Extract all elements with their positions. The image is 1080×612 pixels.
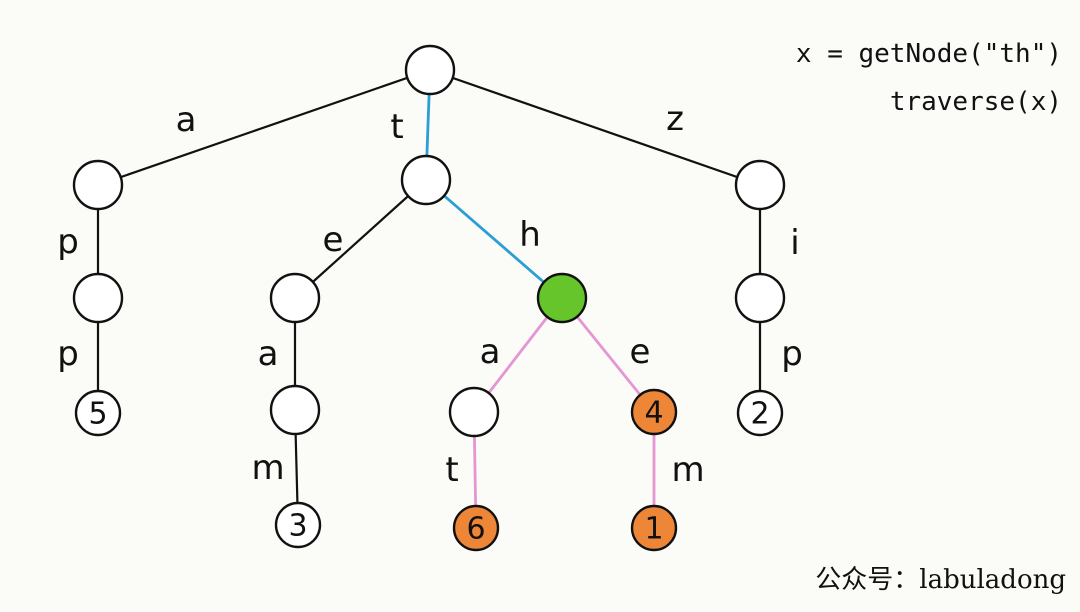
- node-root: [404, 44, 456, 96]
- edge-root-a: [96, 68, 432, 187]
- node-the: 4: [630, 388, 678, 436]
- edge-label-ap-app: p: [57, 334, 79, 374]
- edge-label-th-tha: a: [480, 332, 501, 372]
- edge-t-te: [293, 178, 428, 300]
- edge-label-zi-zip: p: [781, 334, 803, 374]
- node-circle-tea: [269, 384, 321, 436]
- edge-label-root-t: t: [390, 107, 403, 147]
- node-te: [269, 272, 321, 324]
- node-app: 5: [74, 389, 122, 437]
- node-circle-zi: [734, 272, 786, 324]
- node-circle-them: [630, 504, 678, 552]
- edge-label-z-zi: i: [790, 223, 799, 263]
- node-circle-z: [734, 159, 786, 211]
- node-circle-team: [274, 501, 322, 549]
- code-line-get-node: x = getNode("th"): [796, 39, 1062, 69]
- node-value-team: 3: [288, 509, 307, 544]
- edge-label-tea-team: m: [251, 448, 284, 488]
- node-circle-t: [400, 154, 452, 206]
- code-line-traverse: traverse(x): [890, 87, 1062, 117]
- node-ap: [72, 272, 124, 324]
- edge-label-a-ap: p: [57, 222, 79, 262]
- node-circle-th: [536, 272, 588, 324]
- node-that: 6: [452, 504, 500, 552]
- node-a: [72, 159, 124, 211]
- edge-root-z: [428, 68, 762, 187]
- edge-label-th-the: e: [630, 332, 651, 372]
- node-them: 1: [630, 504, 678, 552]
- edge-layer: [96, 68, 762, 530]
- node-z: [734, 159, 786, 211]
- edge-label-te-tea: a: [258, 334, 279, 374]
- edge-label-tha-that: t: [445, 450, 458, 490]
- node-th: [536, 272, 588, 324]
- watermark: 公众号：labuladong: [815, 565, 1066, 595]
- edge-label-t-th: h: [519, 215, 541, 255]
- node-tha: [448, 386, 500, 438]
- edge-label-root-z: z: [666, 99, 684, 139]
- edge-label-layer: a t z p p e a m h a t e m i p: [57, 99, 803, 490]
- node-circle-a: [72, 159, 124, 211]
- edge-label-t-te: e: [323, 220, 344, 260]
- node-value-zip: 2: [750, 397, 769, 432]
- edge-label-the-them: m: [671, 450, 704, 490]
- node-circle-te: [269, 272, 321, 324]
- node-circle-that: [452, 504, 500, 552]
- edge-t-th: [424, 178, 564, 300]
- node-team: 3: [274, 501, 322, 549]
- node-value-the: 4: [644, 396, 663, 431]
- edge-label-root-a: a: [176, 100, 197, 140]
- node-circle-tha: [448, 386, 500, 438]
- node-circle-zip: [736, 389, 784, 437]
- node-circle-ap: [72, 272, 124, 324]
- node-circle-root: [404, 44, 456, 96]
- node-zi: [734, 272, 786, 324]
- node-tea: [269, 384, 321, 436]
- node-value-app: 5: [88, 397, 107, 432]
- node-circle-app: [74, 389, 122, 437]
- node-zip: 2: [736, 389, 784, 437]
- node-t: [400, 154, 452, 206]
- node-circle-the: [630, 388, 678, 436]
- node-value-them: 1: [644, 512, 663, 547]
- node-layer: 5 3 6 4 1 2: [72, 44, 786, 552]
- node-value-that: 6: [466, 512, 485, 547]
